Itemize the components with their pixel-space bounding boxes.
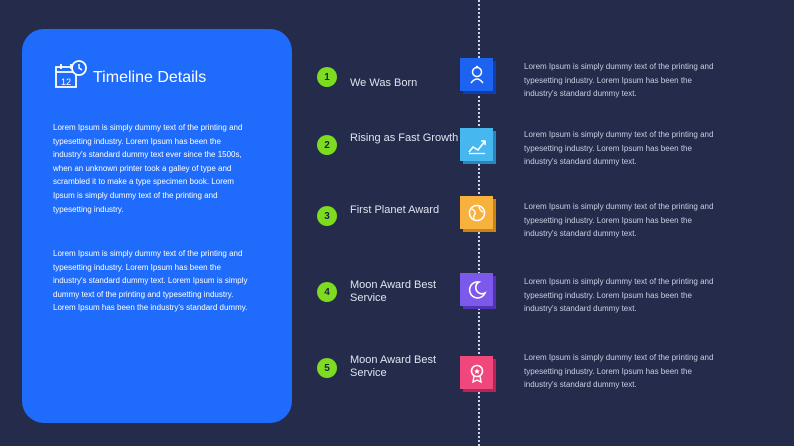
step-title: First Planet Award xyxy=(350,204,440,216)
step-tile xyxy=(460,58,496,94)
step-title: Moon Award Best Service xyxy=(350,279,437,304)
step-number: 1 xyxy=(317,67,337,87)
step-number: 3 xyxy=(317,206,337,226)
step-description: Lorem Ipsum is simply dummy text of the … xyxy=(524,62,714,99)
step-title: Rising as Fast Growth xyxy=(350,132,459,144)
step-description: Lorem Ipsum is simply dummy text of the … xyxy=(524,353,714,390)
award-ribbon-icon xyxy=(470,364,483,383)
step-description: Lorem Ipsum is simply dummy text of the … xyxy=(524,202,714,239)
panel-title: Timeline Details xyxy=(93,69,207,86)
step-tile xyxy=(460,273,496,309)
step-tile xyxy=(460,128,496,164)
step-number: 2 xyxy=(317,135,337,155)
calendar-clock-icon: 12 xyxy=(55,60,87,88)
moon-icon xyxy=(468,280,487,299)
step-title: Moon Award Best Service xyxy=(350,354,437,379)
growth-icon xyxy=(467,139,486,154)
step-description: Lorem Ipsum is simply dummy text of the … xyxy=(524,277,714,314)
step-tile xyxy=(460,356,496,392)
panel-paragraph-1: Lorem Ipsum is simply dummy text of the … xyxy=(53,123,243,214)
step-tile xyxy=(460,196,496,232)
baby-icon xyxy=(469,65,484,83)
step-title: We Was Born xyxy=(350,77,418,89)
step-number: 4 xyxy=(317,282,337,302)
globe-icon xyxy=(468,204,485,221)
step-description: Lorem Ipsum is simply dummy text of the … xyxy=(524,130,714,167)
timeline-details-panel: 12 Timeline Details Lorem Ipsum is simpl… xyxy=(22,29,292,423)
step-number: 5 xyxy=(317,358,337,378)
calendar-day: 12 xyxy=(61,77,71,87)
panel-paragraph-2: Lorem Ipsum is simply dummy text of the … xyxy=(53,249,248,313)
